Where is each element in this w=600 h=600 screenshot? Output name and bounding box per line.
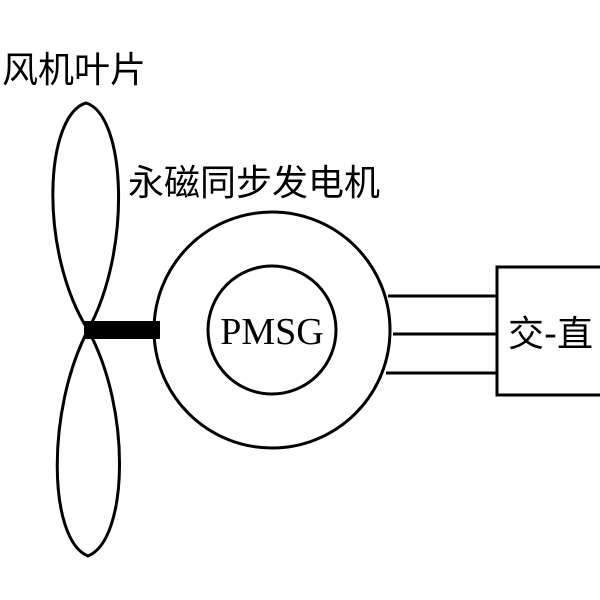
converter-label: 交-直 <box>508 314 593 355</box>
blade-label: 风机叶片 <box>2 50 146 91</box>
turbine-blade-upper <box>51 101 121 333</box>
pmsg-label: PMSG <box>220 311 324 353</box>
converter-box <box>495 265 600 397</box>
generator-label: 永磁同步发电机 <box>128 163 380 204</box>
turbine-blade-lower <box>55 326 121 558</box>
generator-inner-rotor <box>206 264 338 396</box>
turbine-shaft <box>84 321 160 339</box>
generator-outer-ring <box>152 210 392 450</box>
